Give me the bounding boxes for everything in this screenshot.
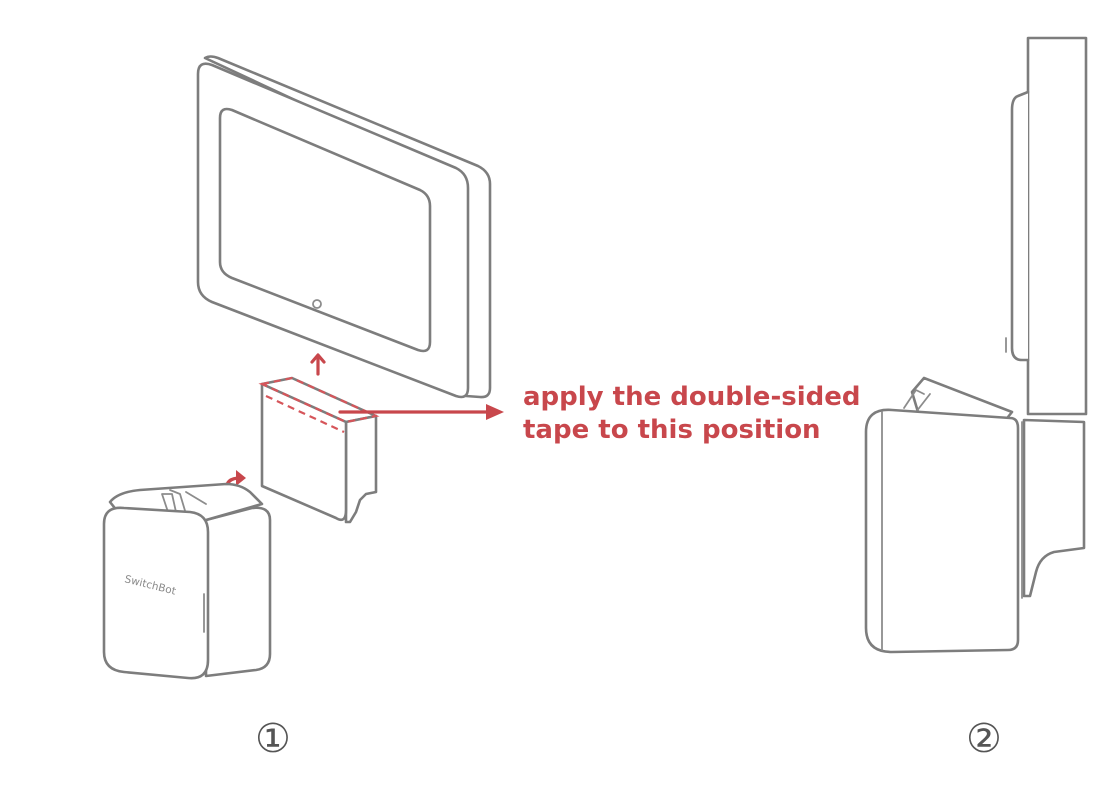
side-view-assembly [864,36,1088,654]
arrow-up-icon [310,353,326,376]
adhesive-pad [258,376,380,524]
step-1-label: ① [255,716,291,762]
switchbot-device: SwitchBot [102,482,272,680]
annotation-line-2: tape to this position [523,415,821,445]
arrow-right-icon [338,404,504,420]
step-2-label: ② [966,716,1002,762]
annotation-line-1: apply the double-sided [523,382,860,412]
display-panel [196,55,492,399]
tape-position-outline [258,376,380,424]
